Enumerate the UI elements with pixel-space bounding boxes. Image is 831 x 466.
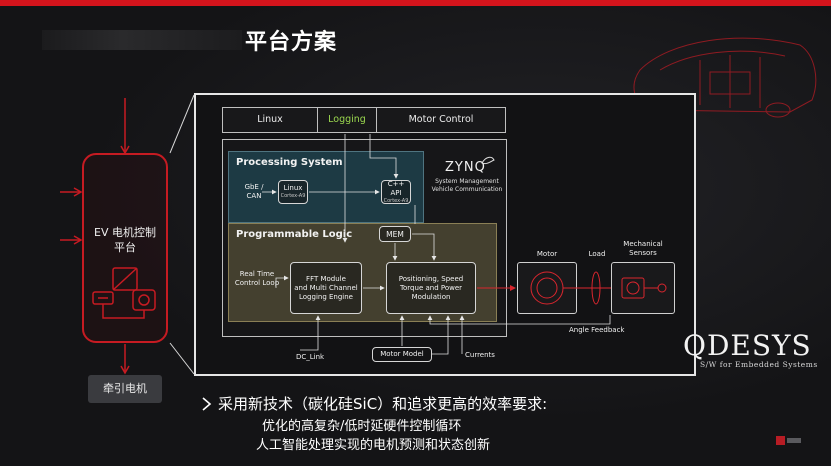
corner-brand-icon [776, 433, 802, 449]
gbe-can-label: GbE / CAN [244, 183, 264, 200]
mechanical-sensors-box [611, 262, 675, 314]
page-title: 平台方案 [245, 30, 338, 55]
bullet-sub-2: 人工智能处理实现的电机预测和状态创新 [256, 438, 491, 453]
title-obscured-region [42, 30, 242, 50]
qdesys-logo: QDESYS [683, 329, 812, 362]
linux-core-name: Linux [283, 184, 303, 192]
cpp-api-core-type: Cortex-A9 [383, 197, 409, 204]
programmable-logic-title: Programmable Logic [236, 229, 353, 240]
motor-label: Motor [536, 250, 558, 258]
zynq-subtitle: System Management Vehicle Communication [431, 178, 503, 193]
linux-core-type: Cortex-A9 [280, 193, 306, 199]
traction-motor-button[interactable]: 牵引电机 [88, 375, 162, 403]
angle-feedback-label: Angle Feedback [569, 326, 625, 334]
mem-box: MEM [379, 226, 411, 242]
ev-controller-label: EV 电机控制 平台 [94, 226, 156, 254]
cpp-api-core-name: C++ API [387, 179, 405, 197]
processing-system-title: Processing System [236, 157, 343, 168]
cpp-api-core-box: C++ API Cortex-A9 [381, 180, 411, 204]
layer-linux: Linux [257, 114, 283, 125]
modulation-box: Positioning, Speed Torque and Power Modu… [386, 262, 476, 314]
fft-module-box: FFT Module and Multi Channel Logging Eng… [290, 262, 362, 314]
software-layers-row: Linux Logging Motor Control [222, 107, 506, 133]
currents-label: Currents [465, 351, 495, 359]
dc-link-label: DC_Link [296, 353, 325, 361]
load-label: Load [588, 250, 606, 258]
layer-motor-control: Motor Control [408, 114, 474, 125]
top-accent-bar [0, 0, 831, 6]
motor-model-box: Motor Model [372, 347, 432, 362]
bullet-sub-1: 优化的高复杂/低时延硬件控制循环 [262, 419, 462, 434]
linux-core-box: Linux Cortex-A9 [278, 180, 308, 204]
zynq-brand: ZYNQ [445, 160, 486, 175]
real-time-control-loop-label: Real Time Control Loop [234, 270, 280, 287]
mechanical-sensors-label: Mechanical Sensors [623, 240, 663, 257]
qdesys-tagline: S/W for Embedded Systems [700, 360, 818, 369]
bullet-main-text: 采用新技术（碳化硅SiC）和追求更高的效率要求: [218, 395, 548, 413]
layer-logging: Logging [317, 108, 377, 132]
